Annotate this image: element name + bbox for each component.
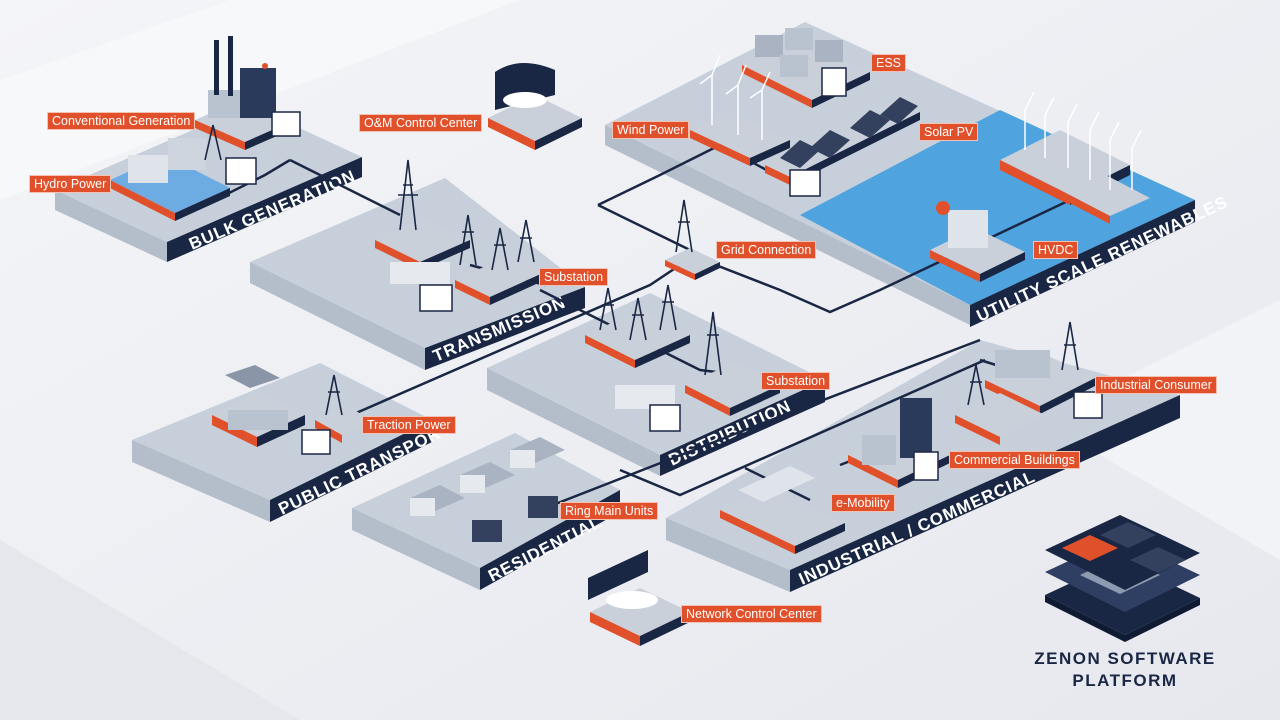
grid-connection-lines — [204, 143, 1071, 512]
tag-substation-transmission[interactable]: Substation — [539, 268, 609, 286]
tag-ess[interactable]: ESS — [871, 54, 907, 72]
bg-shape — [1040, 300, 1280, 560]
tag-wind-power[interactable]: Wind Power — [612, 121, 690, 139]
wind-turbines — [699, 54, 1142, 190]
tag-om-control-center[interactable]: O&M Control Center — [359, 114, 483, 132]
platform-utility-renewables: UTILITY SCALE RENEWABLES — [605, 22, 1231, 327]
tag-hydro-power[interactable]: Hydro Power — [29, 175, 112, 193]
tag-hvdc[interactable]: HVDC — [1033, 241, 1079, 259]
brand-title-line1: ZENON SOFTWARE — [1034, 649, 1216, 668]
zenon-logo-icon — [1045, 515, 1200, 642]
bg-shape — [0, 540, 300, 720]
tag-commercial-buildings[interactable]: Commercial Buildings — [949, 451, 1080, 469]
site-blocks — [110, 28, 1150, 646]
pylons — [204, 124, 1079, 416]
tag-e-mobility[interactable]: e-Mobility — [831, 494, 895, 512]
tag-industrial-consumer[interactable]: Industrial Consumer — [1095, 376, 1217, 394]
tag-solar-pv[interactable]: Solar PV — [919, 123, 979, 141]
platform-residential: RESIDENTIAL — [352, 433, 620, 590]
brand-title: ZENON SOFTWARE PLATFORM — [1020, 648, 1230, 692]
monitor-icons — [225, 67, 1103, 481]
tag-grid-connection[interactable]: Grid Connection — [716, 241, 817, 259]
tag-conventional-generation[interactable]: Conventional Generation — [47, 112, 196, 130]
brand-title-line2: PLATFORM — [1072, 671, 1178, 690]
tag-ring-main-units[interactable]: Ring Main Units — [560, 502, 659, 520]
tag-traction-power[interactable]: Traction Power — [362, 416, 456, 434]
tag-network-control-center[interactable]: Network Control Center — [681, 605, 822, 623]
tag-substation-distribution[interactable]: Substation — [761, 372, 831, 390]
